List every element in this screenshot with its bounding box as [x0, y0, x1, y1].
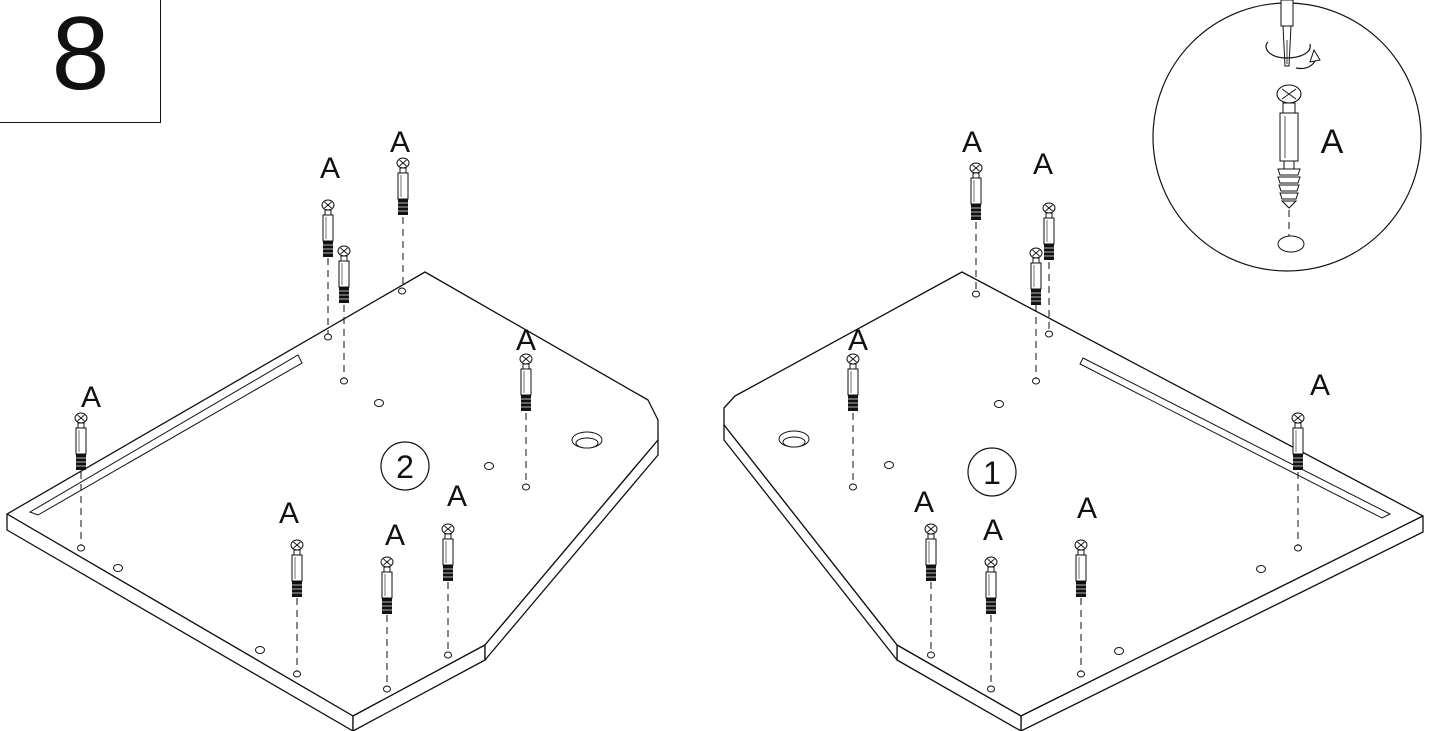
cam-bolt-a — [519, 353, 533, 412]
cam-bolt-a — [380, 556, 394, 615]
cam-bolt-a — [1029, 247, 1043, 306]
panel-number-badge: 2 — [380, 441, 430, 491]
cam-bolt-a — [337, 245, 351, 304]
guide-lines-right — [852, 222, 1299, 686]
panel-number: 1 — [983, 455, 1001, 491]
cam-bolt-a — [321, 199, 335, 258]
cam-bolt-a — [74, 412, 88, 471]
part-label-a: A — [962, 126, 982, 159]
part-label-a: A — [1310, 369, 1330, 402]
part-label-a: A — [914, 486, 934, 519]
detail-label-a: A — [1321, 123, 1344, 161]
part-label-a: A — [848, 324, 868, 357]
detail-callout: A — [1152, 0, 1422, 272]
cam-bolt-a — [290, 539, 304, 598]
panel-2 — [6, 271, 659, 731]
cam-bolt-a — [1042, 202, 1056, 261]
cam-bolt-a — [1291, 412, 1305, 471]
step-number-box: 8 — [0, 0, 161, 123]
cam-bolt-a — [441, 523, 455, 582]
part-label-a: A — [279, 497, 299, 530]
cam-bolt-a — [396, 157, 410, 216]
cam-bolt-detail — [1276, 84, 1302, 209]
cam-bolt-a — [1074, 539, 1088, 598]
part-label-a: A — [390, 126, 410, 159]
panel-number: 2 — [396, 449, 414, 485]
panel-1 — [723, 271, 1424, 731]
part-label-a: A — [447, 480, 467, 513]
panel-number-badge: 1 — [967, 447, 1017, 497]
step-number: 8 — [51, 0, 110, 112]
part-label-a: A — [516, 324, 536, 357]
cam-bolt-a — [846, 353, 860, 412]
guide-lines-left — [80, 217, 527, 686]
cam-bolt-a — [969, 162, 983, 221]
part-label-a: A — [1077, 492, 1097, 525]
part-label-a: A — [983, 514, 1003, 547]
part-label-a: A — [81, 381, 101, 414]
screwdriver-icon — [1265, 0, 1321, 70]
cam-bolt-a — [924, 523, 938, 582]
part-label-a: A — [1033, 148, 1053, 181]
part-label-a: A — [320, 152, 340, 185]
cam-bolt-a — [984, 556, 998, 615]
part-label-a: A — [385, 519, 405, 552]
